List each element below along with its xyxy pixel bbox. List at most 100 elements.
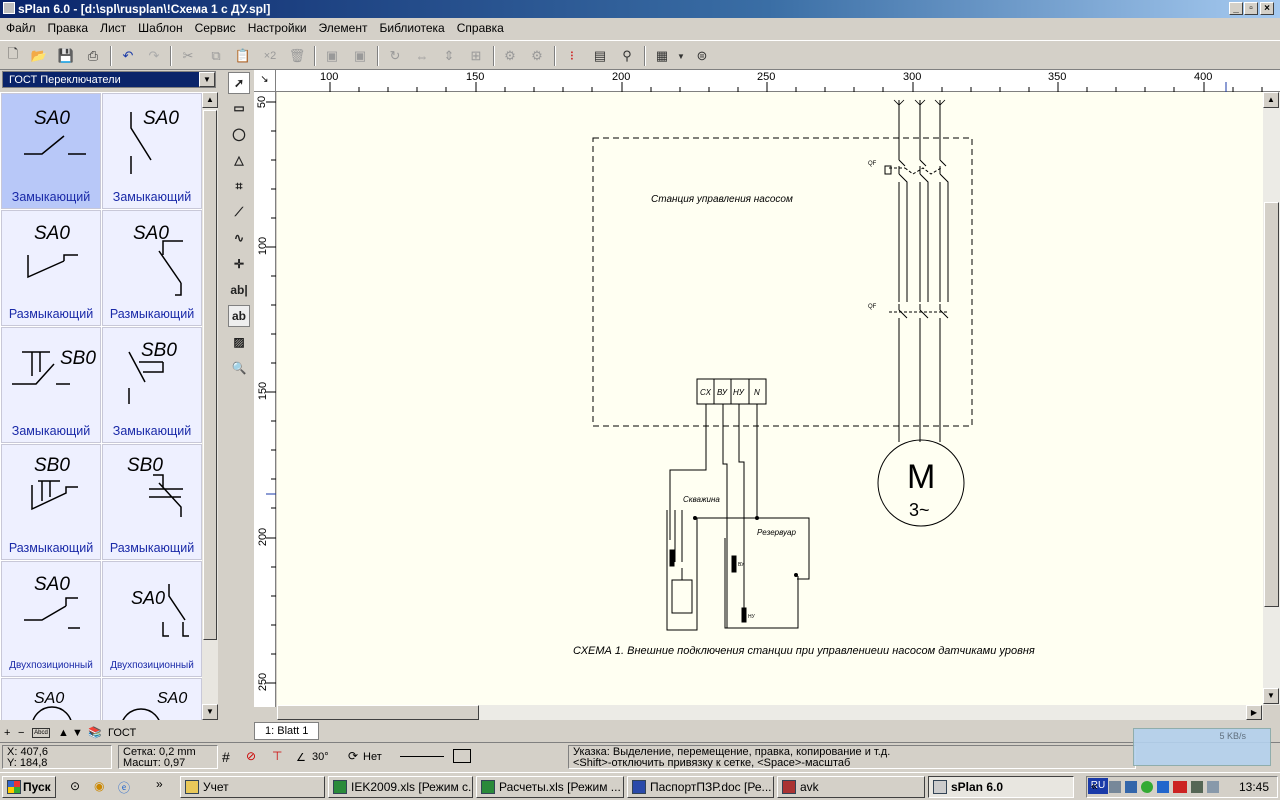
scroll-right-icon[interactable]: ▶ [1246,705,1262,720]
library-item[interactable]: SA0 Замыкающий [102,93,202,209]
redo-icon[interactable]: ↷ [148,48,160,63]
group-icon[interactable]: ⚙ [504,48,516,63]
tray-icon[interactable] [1191,781,1203,793]
text-tool[interactable]: ab| [230,283,248,297]
quicklaunch-icon[interactable]: ⊙ [70,779,81,793]
library-item[interactable]: SA0 Размыкающий [1,210,101,326]
library-item[interactable]: SA0 Двухпозиционный [1,561,101,677]
align-icon[interactable]: ⊞ [470,48,482,63]
menu-edit[interactable]: Правка [47,21,89,35]
scroll-down-icon[interactable]: ▼ [1263,688,1279,704]
library-item[interactable]: SA0 Размыкающий [102,210,202,326]
zoom-icon[interactable]: ⊜ [696,48,708,63]
chevron-down-icon[interactable]: ▼ [677,51,685,61]
ellipse-icon[interactable]: ◯ [232,127,246,141]
canvas-vertical-scrollbar[interactable]: ▲ ▼ [1263,92,1280,705]
menu-settings[interactable]: Настройки [247,21,307,35]
save-icon[interactable]: 💾 [57,48,75,63]
mirror-h-icon[interactable]: ⇔ [415,48,429,64]
print-icon[interactable]: ⎙ [87,48,99,63]
sheet-tab[interactable]: 1: Blatt 1 [254,722,319,740]
library-select[interactable]: ГОСТ Переключатели ▼ [2,71,216,88]
close-button[interactable]: × [1260,2,1274,15]
angle-value[interactable]: 30° [312,751,329,763]
clock[interactable]: 13:45 [1238,780,1269,794]
find-binoculars-icon[interactable]: ⚲ [622,48,632,63]
textbox-tool[interactable]: ab [228,305,250,327]
library-item[interactable]: SA0 Замыкающий [1,93,101,209]
library-item[interactable]: SA0 Двухпозиционный [102,561,202,677]
library-item[interactable]: SA0 [102,678,202,720]
line-style-icon[interactable] [400,756,444,757]
tray-icon[interactable] [1125,781,1137,793]
bezier-icon[interactable]: ⌗ [235,178,243,193]
palette-scrollbar[interactable]: ▲ ▼ [202,92,218,720]
task-button[interactable]: Расчеты.xls [Режим ... [476,776,624,798]
task-button-active[interactable]: sPlan 6.0 [928,776,1074,798]
menu-library[interactable]: Библиотека [379,21,445,35]
scroll-thumb[interactable] [277,705,479,720]
minimize-button[interactable]: _ [1229,2,1243,15]
magnifier-icon[interactable]: 🔍 [231,361,247,375]
ie-icon[interactable]: ⓔ [118,781,131,795]
library-item[interactable]: SB0 Замыкающий [1,327,101,443]
tray-icon[interactable] [1109,781,1121,793]
chevron-icon[interactable]: » [156,777,163,791]
scroll-thumb[interactable] [1264,202,1279,607]
menu-template[interactable]: Шаблон [138,21,183,35]
library-item[interactable]: SA0 [1,678,101,720]
pointer-icon[interactable]: ➚ [228,72,250,94]
scroll-thumb[interactable] [203,110,217,640]
rotate-icon[interactable]: ⟳ [348,749,359,763]
menu-help[interactable]: Справка [456,21,504,35]
ungroup-icon[interactable]: ⚙ [531,48,543,63]
task-button[interactable]: ПаспортПЗР.doc [Ре... [627,776,774,798]
junction-icon[interactable]: ✛ [233,257,245,271]
scroll-down-icon[interactable]: ▼ [202,704,218,720]
rotate-value[interactable]: Нет [363,751,382,763]
grid-toggle-icon[interactable]: # [222,749,230,765]
scroll-up-icon[interactable]: ▲ [202,92,218,108]
quicklaunch-icon[interactable]: ◉ [94,779,105,793]
tray-chevron-icon[interactable]: « [1091,779,1098,793]
task-button[interactable]: avk [777,776,925,798]
wire-icon[interactable]: ∿ [233,231,245,245]
drawing-canvas[interactable]: Станция управления насосом QF QF M 3~ [277,92,1263,705]
tray-icon[interactable] [1157,781,1169,793]
move-down-icon[interactable]: ▼ [72,727,83,739]
rotate-icon[interactable]: ↻ [389,48,401,63]
copy-icon[interactable]: ⧉ [211,48,221,63]
chevron-down-icon[interactable]: ▼ [199,72,215,87]
pin-icon[interactable]: ⊤ [272,749,283,763]
menu-file[interactable]: Файл [6,21,36,35]
library-item[interactable]: SB0 Замыкающий [102,327,202,443]
ruler-corner[interactable]: ↘ [254,70,276,92]
menu-sheet[interactable]: Лист [100,21,127,35]
mirror-v-icon[interactable]: ⇕ [443,48,455,63]
library-item[interactable]: SB0 Размыкающий [1,444,101,560]
language-indicator[interactable]: RU [1088,778,1108,794]
task-button[interactable]: Учет [180,776,325,798]
angle-icon[interactable]: ∠ [296,752,306,764]
parts-list-icon[interactable]: ▤ [593,48,607,63]
library-item[interactable]: SB0 Размыкающий [102,444,202,560]
rectangle-icon[interactable]: ▭ [233,101,245,115]
start-button[interactable]: Пуск [2,776,56,798]
maximize-button[interactable]: ▫ [1244,2,1258,15]
numbering-icon[interactable]: ⁝ [569,48,575,63]
move-up-icon[interactable]: ▲ [58,727,69,739]
menu-element[interactable]: Элемент [318,21,368,35]
tray-icon[interactable] [1207,781,1219,793]
polygon-icon[interactable]: △ [234,153,244,167]
duplicate-icon[interactable]: ×2 [263,50,277,62]
scroll-up-icon[interactable]: ▲ [1263,92,1279,108]
open-folder-icon[interactable]: 📂 [30,48,48,63]
to-front-icon[interactable]: ▣ [325,48,339,63]
cut-icon[interactable]: ✂ [182,48,194,63]
image-icon[interactable]: ▨ [233,335,245,349]
rename-icon[interactable]: Abcd [32,728,50,738]
canvas-horizontal-scrollbar[interactable]: ▶ [277,705,1263,720]
paste-icon[interactable]: 📋 [234,48,252,63]
snap-magnet-icon[interactable]: ⊘ [246,749,257,763]
tray-icon[interactable] [1173,781,1187,793]
